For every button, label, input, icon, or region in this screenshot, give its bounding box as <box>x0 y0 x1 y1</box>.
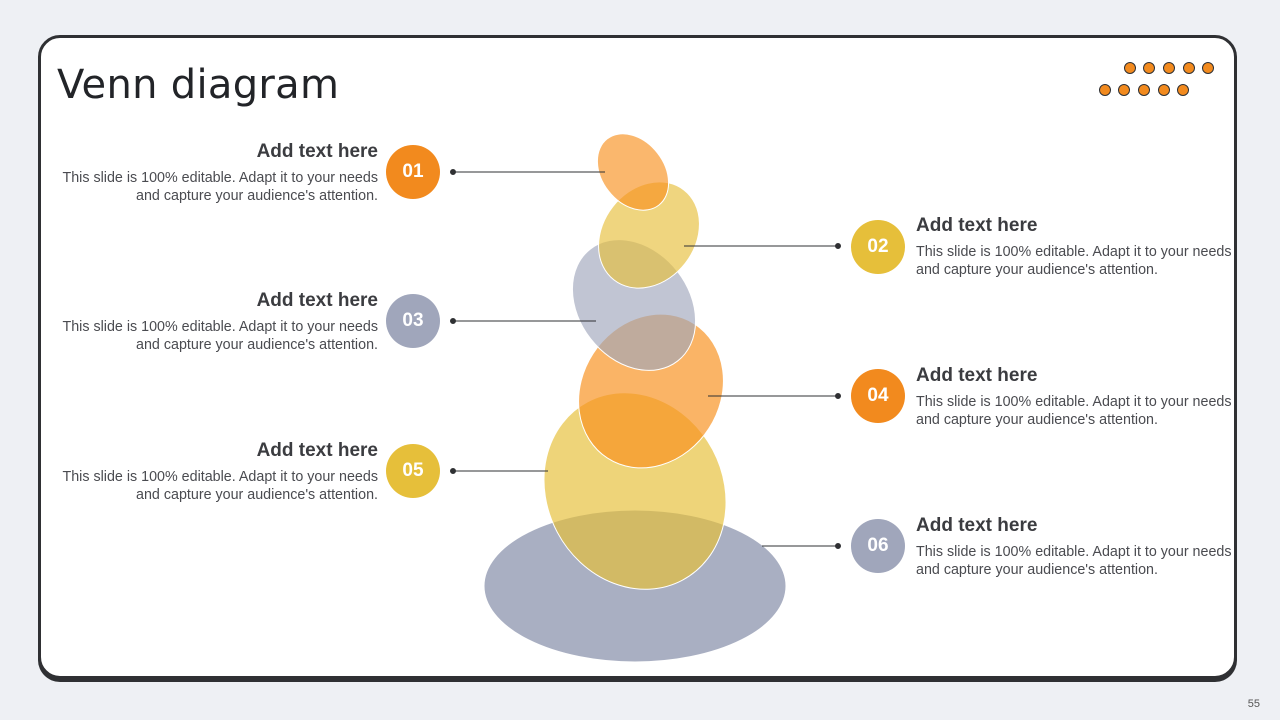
venn-shape-02 <box>598 181 700 289</box>
dot <box>1163 62 1175 74</box>
item-body: This slide is 100% editable. Adapt it to… <box>62 170 378 204</box>
item-body: This slide is 100% editable. Adapt it to… <box>916 394 1232 428</box>
item-body: This slide is 100% editable. Adapt it to… <box>62 319 378 353</box>
text-block-02: Add text here This slide is 100% editabl… <box>916 215 1246 279</box>
connector-dot <box>835 393 841 399</box>
text-block-03: Add text here This slide is 100% editabl… <box>48 290 378 354</box>
text-block-06: Add text here This slide is 100% editabl… <box>916 515 1246 579</box>
item-body: This slide is 100% editable. Adapt it to… <box>916 244 1232 278</box>
text-block-05: Add text here This slide is 100% editabl… <box>48 440 378 504</box>
connector-dot <box>450 169 456 175</box>
item-heading: Add text here <box>916 365 1038 386</box>
connector-dot <box>835 543 841 549</box>
connector-dot <box>835 243 841 249</box>
dot <box>1143 62 1155 74</box>
number-badge-06: 06 <box>851 519 905 573</box>
item-body: This slide is 100% editable. Adapt it to… <box>916 544 1232 578</box>
text-block-04: Add text here This slide is 100% editabl… <box>916 365 1246 429</box>
number-badge-03: 03 <box>386 294 440 348</box>
dot <box>1158 84 1170 96</box>
item-heading: Add text here <box>916 515 1038 536</box>
item-heading: Add text here <box>256 141 378 162</box>
page-title: Venn diagram <box>57 62 340 108</box>
dot <box>1183 62 1195 74</box>
dot <box>1118 84 1130 96</box>
number-badge-02: 02 <box>851 220 905 274</box>
text-block-01: Add text here This slide is 100% editabl… <box>48 141 378 205</box>
dot <box>1099 84 1111 96</box>
number-badge-04: 04 <box>851 369 905 423</box>
item-heading: Add text here <box>256 290 378 311</box>
number-badge-05: 05 <box>386 444 440 498</box>
dot <box>1124 62 1136 74</box>
dot <box>1202 62 1214 74</box>
item-heading: Add text here <box>256 440 378 461</box>
item-body: This slide is 100% editable. Adapt it to… <box>62 469 378 503</box>
connector-dot <box>450 468 456 474</box>
dot <box>1177 84 1189 96</box>
number-badge-01: 01 <box>386 145 440 199</box>
connector-dot <box>450 318 456 324</box>
page-number: 55 <box>1247 698 1260 710</box>
item-heading: Add text here <box>916 215 1038 236</box>
dot <box>1138 84 1150 96</box>
venn-shape-01 <box>596 133 670 211</box>
